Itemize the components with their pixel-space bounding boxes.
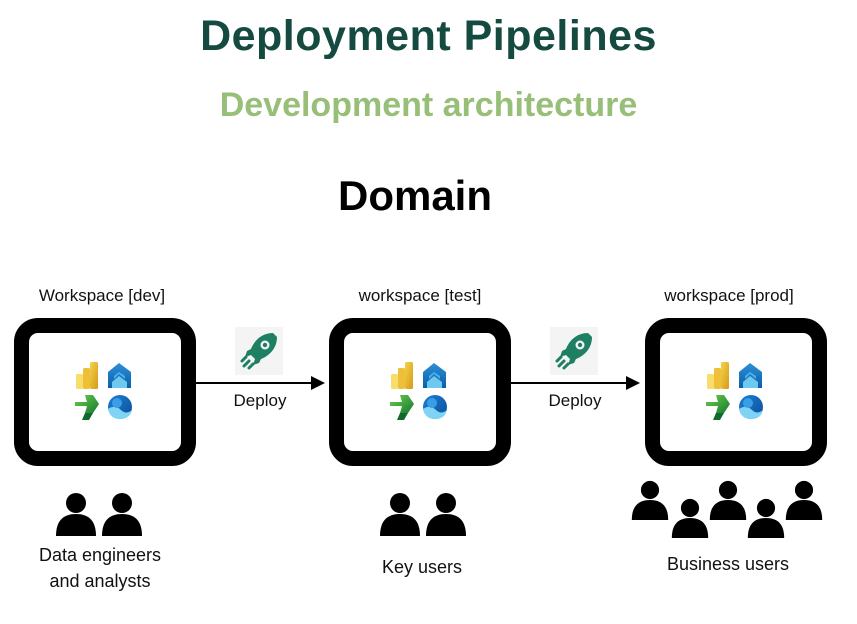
person-icon	[378, 492, 422, 536]
fabric-items-icon	[704, 360, 768, 424]
page-subtitle: Development architecture	[219, 86, 638, 124]
deploy-label: Deploy	[233, 391, 287, 410]
rocket-icon	[550, 327, 598, 375]
rocket-icon	[235, 327, 283, 375]
person-icon	[100, 492, 144, 536]
deploy-arrow-dev-to-test	[190, 376, 325, 390]
workspace-dev-box[interactable]	[14, 318, 196, 466]
person-icon	[746, 498, 786, 538]
workspace-dev-label: Workspace [dev]	[38, 286, 166, 305]
fabric-items-icon	[73, 360, 137, 424]
person-icon	[630, 480, 670, 520]
deploy-label: Deploy	[548, 391, 602, 410]
person-icon	[708, 480, 748, 520]
page-title: Deployment Pipelines	[200, 12, 657, 60]
workspace-test-label: workspace [test]	[358, 286, 482, 305]
person-icon	[670, 498, 710, 538]
workspace-prod-label: workspace [prod]	[664, 286, 794, 305]
user-group-label-line1: Data engineers	[38, 545, 162, 565]
person-icon	[424, 492, 468, 536]
fabric-items-icon	[388, 360, 452, 424]
deploy-arrow-test-to-prod	[504, 376, 640, 390]
user-group-label: Data engineers and analysts	[10, 542, 190, 594]
user-group-label: Business users	[666, 554, 790, 574]
person-icon	[54, 492, 98, 536]
domain-label: Domain	[337, 172, 492, 219]
user-group-label-line2: and analysts	[49, 571, 151, 591]
workspace-prod-box[interactable]	[645, 318, 827, 466]
user-group-label: Key users	[381, 557, 463, 577]
person-icon	[784, 480, 824, 520]
workspace-test-box[interactable]	[329, 318, 511, 466]
